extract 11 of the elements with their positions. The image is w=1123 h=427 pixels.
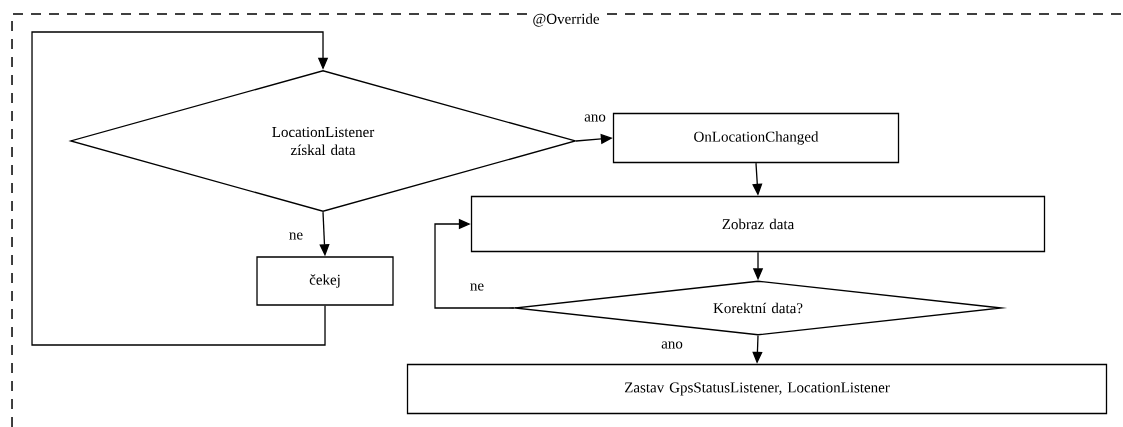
annotation-text: @Override xyxy=(531,12,601,28)
edge-label: ne xyxy=(287,231,305,241)
arrow xyxy=(31,31,329,346)
process-box: Zastav GpsStatusListener, LocationListener xyxy=(406,363,1108,415)
arrow xyxy=(434,218,515,309)
process-box: čekej xyxy=(256,256,394,306)
edge-label: ne xyxy=(468,282,486,292)
edge-label: ano xyxy=(583,113,607,123)
process-box: Zobraz data xyxy=(470,195,1046,253)
process-box: OnLocationChanged xyxy=(612,112,900,164)
edge-label: ano xyxy=(660,340,684,350)
